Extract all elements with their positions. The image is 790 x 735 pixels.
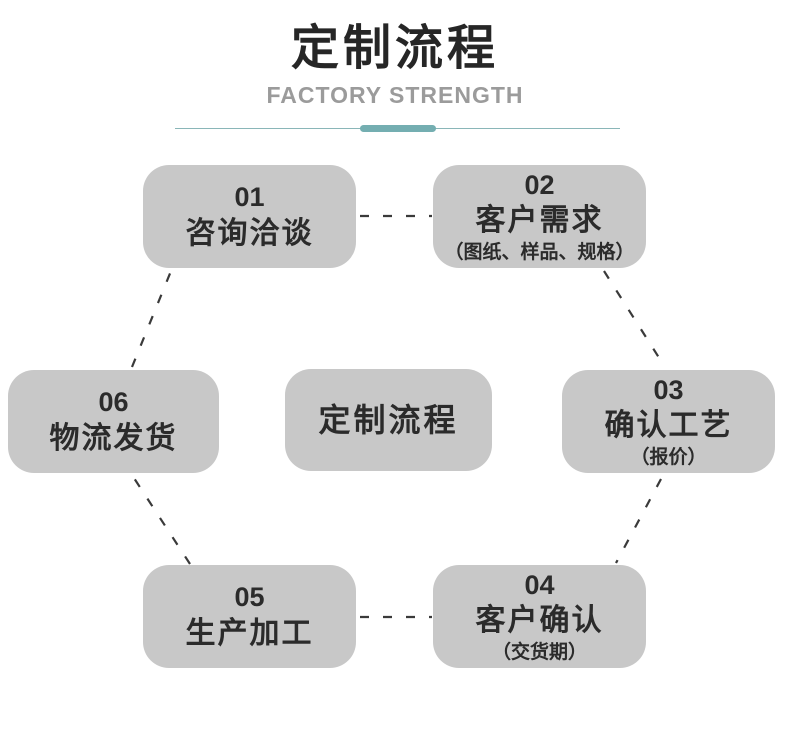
step-number: 01	[234, 181, 265, 212]
connector-step6-step1	[130, 270, 173, 368]
step-number: 02	[524, 169, 555, 200]
step-box-04: 04 客户确认 （交货期）	[433, 565, 646, 668]
center-box: 定制流程	[285, 369, 492, 471]
step-box-06: 06 物流发货	[8, 370, 219, 473]
step-label: 生产加工	[185, 616, 314, 650]
step-box-01: 01 咨询洽谈	[143, 165, 356, 268]
step-box-02: 02 客户需求 （图纸、样品、规格）	[433, 165, 646, 268]
step-number: 03	[653, 374, 684, 405]
step-sublabel: （交货期）	[491, 641, 587, 663]
title-divider	[175, 125, 620, 132]
step-sublabel: （图纸、样品、规格）	[444, 241, 635, 263]
step-label: 客户需求	[475, 204, 604, 238]
step-label: 客户确认	[475, 604, 604, 638]
step-number: 04	[524, 569, 555, 600]
step-label: 咨询洽谈	[185, 216, 314, 250]
step-number: 05	[234, 581, 265, 612]
page-subtitle: FACTORY STRENGTH	[266, 82, 524, 108]
step-number: 06	[98, 386, 129, 417]
step-box-05: 05 生产加工	[143, 565, 356, 668]
step-label: 确认工艺	[604, 409, 733, 443]
divider-pill	[359, 125, 436, 132]
center-label: 定制流程	[318, 402, 459, 438]
step-sublabel: （报价）	[630, 446, 707, 468]
page-title: 定制流程	[290, 22, 499, 75]
connector-step5-step6	[131, 474, 191, 565]
step-box-03: 03 确认工艺 （报价）	[562, 370, 775, 473]
step-label: 物流发货	[49, 421, 178, 455]
connector-step2-step3	[603, 270, 664, 365]
connector-step3-step4	[615, 478, 662, 564]
